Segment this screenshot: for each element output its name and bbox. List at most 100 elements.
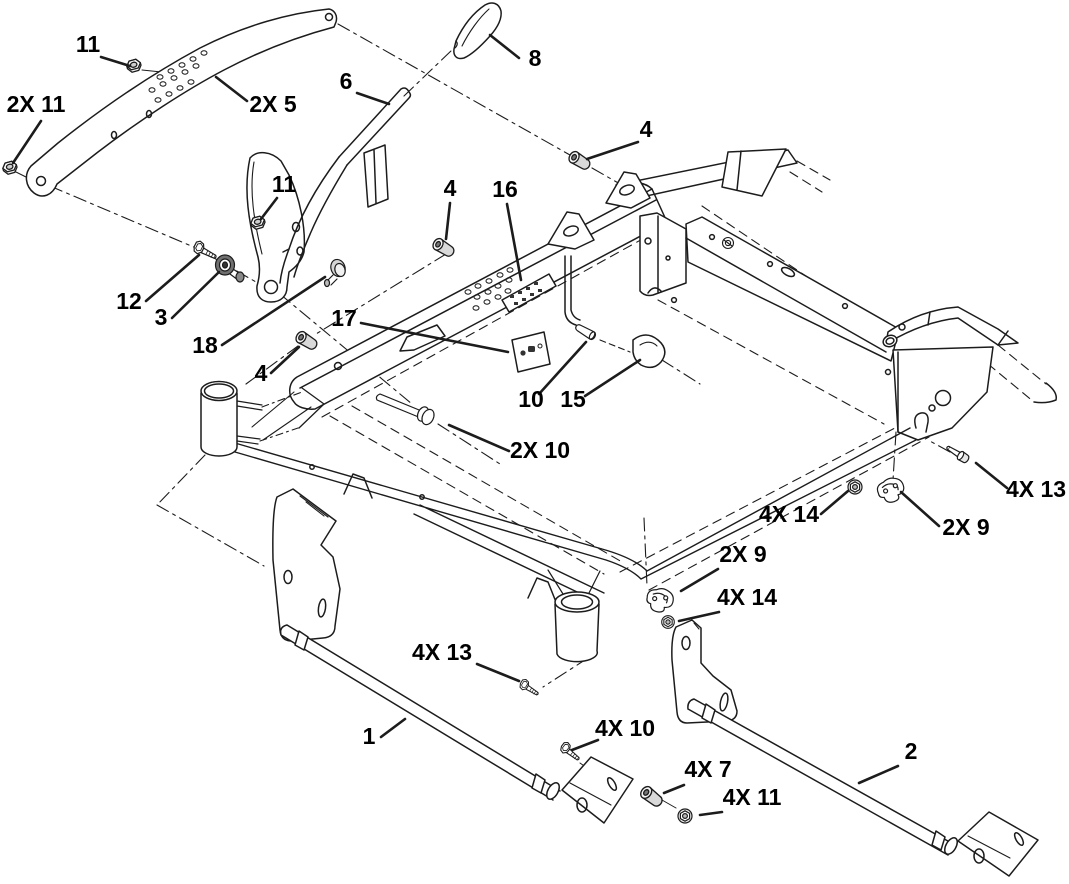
callout-4x13-left: 4X 13 bbox=[412, 639, 521, 683]
arm-hole bbox=[145, 109, 153, 119]
frame-hole bbox=[670, 296, 678, 304]
rod-hub bbox=[944, 837, 958, 855]
plate-hole bbox=[576, 797, 588, 813]
callout-label: 4 bbox=[444, 175, 457, 201]
plate-hole bbox=[665, 255, 671, 261]
corner-hole bbox=[884, 368, 892, 376]
rail-tab bbox=[399, 324, 446, 352]
callout-label: 3 bbox=[155, 304, 168, 330]
leader-line bbox=[269, 345, 301, 375]
center-line bbox=[49, 23, 951, 688]
front-rail-flange bbox=[299, 199, 657, 389]
leader-line bbox=[475, 662, 521, 683]
leader-line bbox=[974, 461, 1009, 490]
flange-nut-14 bbox=[847, 479, 863, 495]
callout-11-b: 11 bbox=[259, 171, 296, 221]
arm-pivot-hole bbox=[263, 279, 279, 295]
callout-label: 6 bbox=[340, 68, 353, 94]
corner-hole bbox=[898, 323, 906, 331]
leader-line bbox=[679, 567, 720, 593]
beam-slot bbox=[780, 266, 796, 278]
lift-arm-rear bbox=[25, 8, 338, 197]
callout-label: 8 bbox=[529, 45, 542, 71]
leader-line bbox=[447, 423, 511, 453]
callout-label: 4 bbox=[255, 360, 268, 386]
leader-line bbox=[585, 140, 640, 161]
brace bbox=[605, 171, 651, 209]
leader-line bbox=[698, 810, 724, 817]
callout-label: 4X 11 bbox=[723, 784, 782, 810]
plate-slot bbox=[1013, 832, 1025, 846]
fender-seam bbox=[927, 311, 1009, 346]
bracket-slot bbox=[317, 598, 327, 618]
callout-18: 18 bbox=[192, 275, 327, 358]
callout-label: 1 bbox=[363, 723, 376, 749]
skirt-hole bbox=[419, 494, 425, 500]
right-funnel-tip bbox=[1033, 382, 1058, 404]
callout-label: 4X 13 bbox=[1006, 476, 1066, 502]
callout-4-c: 4 bbox=[255, 345, 301, 386]
callout-2x9-mid: 2X 9 bbox=[679, 541, 767, 593]
leader-line bbox=[259, 196, 279, 221]
box-beam bbox=[685, 216, 900, 362]
frame-hole bbox=[841, 302, 849, 310]
callout-4x11: 4X 11 bbox=[698, 784, 782, 817]
pin-2x10 bbox=[375, 393, 435, 426]
corner-plate bbox=[892, 346, 994, 441]
callout-4x13-right: 4X 13 bbox=[974, 461, 1066, 502]
callout-label: 2X 5 bbox=[249, 91, 297, 117]
callout-label: 11 bbox=[76, 31, 101, 57]
arm-perforations bbox=[148, 50, 208, 103]
rear-flag-plate bbox=[721, 148, 787, 197]
callout-label: 4X 7 bbox=[684, 756, 731, 782]
leader-line bbox=[444, 201, 452, 241]
brace-slot bbox=[619, 184, 635, 196]
callout-label: 16 bbox=[492, 176, 518, 202]
callout-16: 16 bbox=[492, 176, 523, 282]
spacer-7 bbox=[637, 783, 666, 810]
nut-11 bbox=[0, 159, 19, 176]
pin-10 bbox=[573, 321, 598, 342]
plate-hole bbox=[973, 848, 985, 864]
leader-line bbox=[144, 253, 201, 303]
right-fender bbox=[885, 306, 1019, 346]
rear-rail bbox=[615, 149, 798, 201]
callout-label: 2 bbox=[905, 738, 918, 764]
lift-arm-front bbox=[246, 152, 306, 303]
beam-bolt bbox=[721, 236, 735, 250]
nut-4x11 bbox=[677, 808, 693, 824]
leader-line bbox=[214, 75, 249, 103]
hoc-decal bbox=[501, 273, 557, 313]
center-caster-tube bbox=[547, 569, 601, 663]
thin-align-line bbox=[15, 69, 677, 809]
deck-frame bbox=[200, 148, 1058, 663]
callout-label: 18 bbox=[192, 332, 218, 358]
bolt-13 bbox=[517, 677, 542, 699]
callout-10: 10 bbox=[518, 340, 588, 412]
callout-label: 10 bbox=[518, 386, 544, 412]
bolt-13 bbox=[943, 442, 972, 465]
bushing-4 bbox=[566, 148, 593, 173]
callout-label: 4X 13 bbox=[412, 639, 472, 665]
arm-tip-bolt bbox=[324, 12, 334, 22]
callout-2x5: 2X 5 bbox=[214, 75, 297, 117]
clamp-9 bbox=[875, 475, 907, 506]
leader-line bbox=[170, 270, 221, 320]
hoc-lever bbox=[279, 87, 412, 284]
left-caster-tube bbox=[200, 380, 325, 457]
lever-wing bbox=[363, 144, 389, 208]
leader-line bbox=[99, 55, 132, 68]
skirt-hole bbox=[309, 464, 315, 470]
leader-line bbox=[359, 321, 510, 354]
leader-line bbox=[379, 717, 407, 739]
center-rod-bracket bbox=[671, 619, 738, 724]
callout-4x7: 4X 7 bbox=[662, 756, 732, 795]
callouts: 11 2X 11 2X 5 6 8 4 4 16 11 12 3 18 17 4… bbox=[7, 31, 1066, 817]
callout-2x11: 2X 11 bbox=[7, 91, 66, 165]
callout-11-a: 11 bbox=[76, 31, 132, 68]
callout-3: 3 bbox=[155, 270, 221, 330]
rod-hub bbox=[546, 782, 560, 800]
arm-hole bbox=[110, 130, 118, 140]
leader-line bbox=[355, 91, 391, 106]
